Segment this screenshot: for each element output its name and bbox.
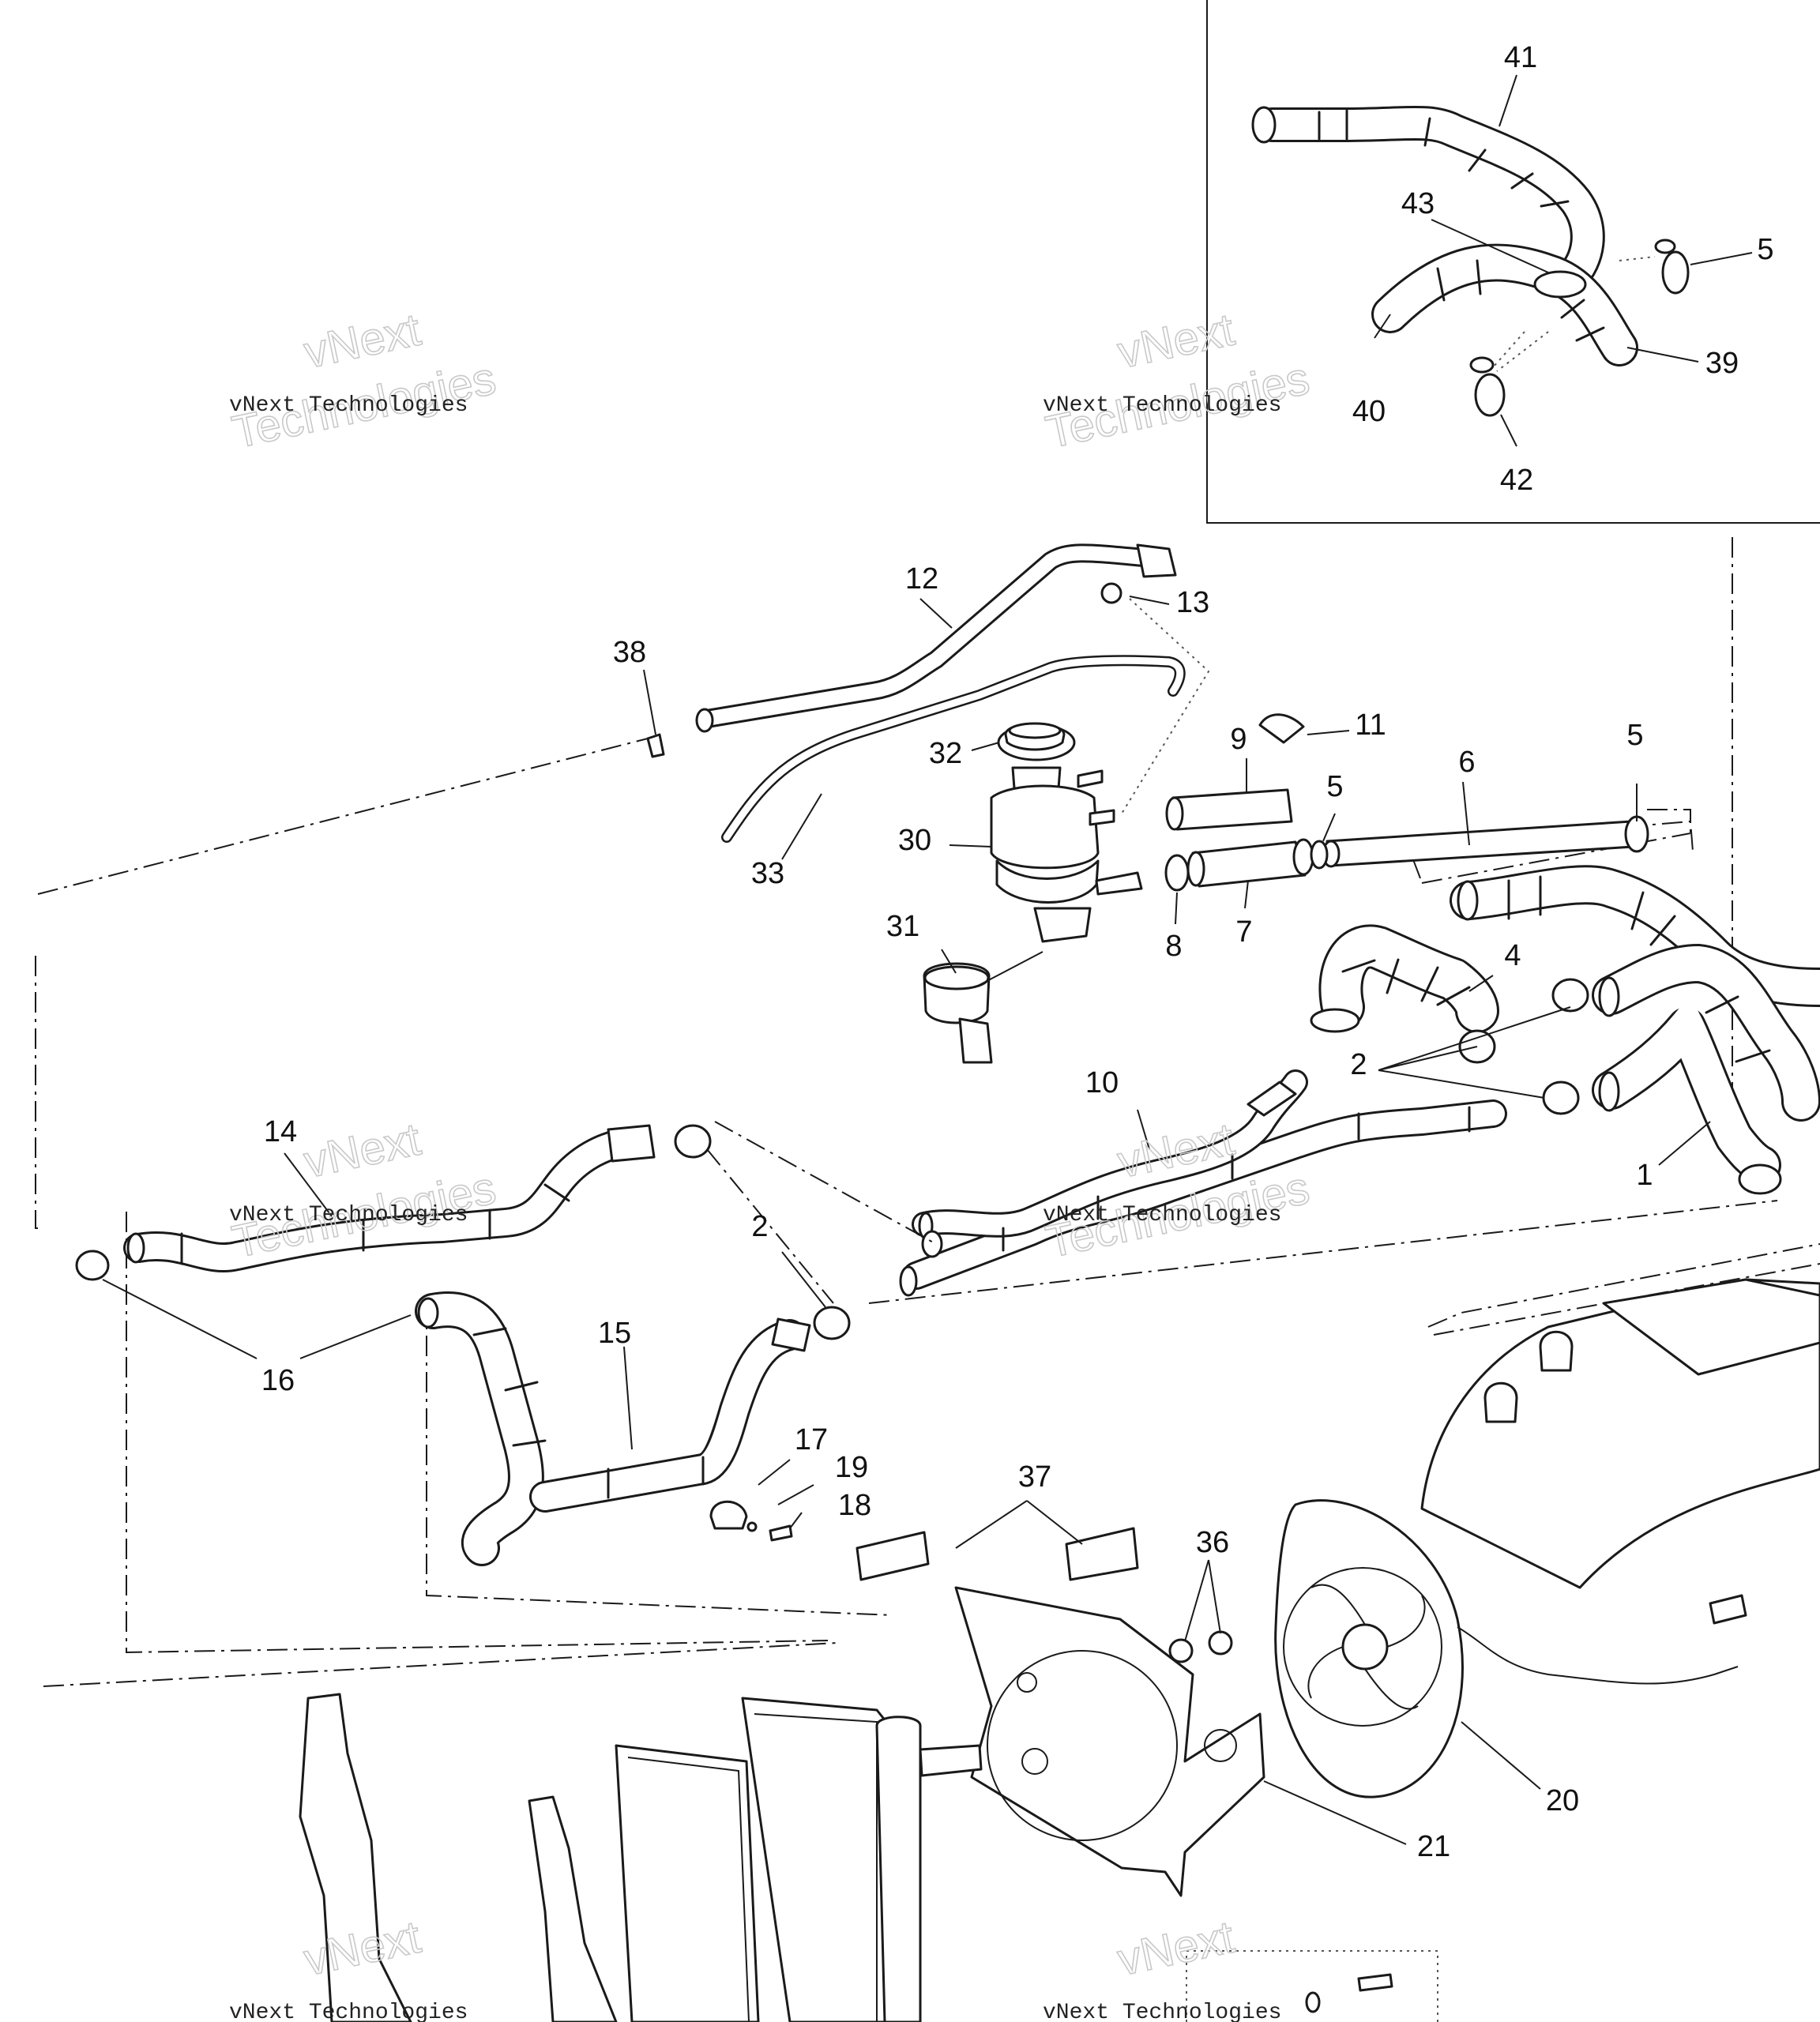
- grommet-36-b: [1208, 1630, 1233, 1656]
- callout-7: 7: [1235, 915, 1252, 949]
- svg-text:vNext Technologies: vNext Technologies: [229, 393, 468, 418]
- callout-21: 21: [1417, 1830, 1450, 1863]
- callout-8: 8: [1165, 930, 1182, 963]
- svg-text:vNext: vNext: [299, 1911, 425, 1986]
- callout-30: 30: [898, 824, 931, 857]
- callout-42: 42: [1500, 464, 1533, 497]
- hose-12: [695, 543, 1177, 733]
- watermark-2: vNext Technologies vNext Technologies: [1041, 303, 1314, 459]
- cap-32: [1004, 722, 1066, 751]
- svg-text:vNext: vNext: [1113, 304, 1239, 378]
- callout-2: 2: [1350, 1048, 1367, 1081]
- hose-10: [899, 1069, 1507, 1297]
- callout-9: 9: [1230, 723, 1247, 756]
- tube-6: [1322, 815, 1649, 868]
- callout-33: 33: [751, 857, 784, 890]
- clamp-2-f: [674, 1124, 712, 1159]
- callout-37: 37: [1018, 1460, 1051, 1494]
- callout-40: 40: [1352, 395, 1386, 428]
- washer-19: [746, 1521, 758, 1532]
- clamp-2-d: [1542, 1081, 1580, 1115]
- callout-11: 11: [1355, 708, 1386, 742]
- hose-9: [1165, 788, 1293, 831]
- callout-32: 32: [929, 737, 962, 770]
- svg-text:vNext Technologies: vNext Technologies: [229, 1203, 468, 1227]
- callout-10: 10: [1085, 1066, 1119, 1099]
- clamp-38: [646, 733, 665, 758]
- callout-12: 12: [905, 562, 938, 596]
- inset-clamp-42: [1469, 356, 1506, 417]
- svg-text:vNext Technologies: vNext Technologies: [229, 2001, 468, 2022]
- clamp-2-c: [1551, 978, 1589, 1013]
- pipe-7: [1186, 838, 1314, 888]
- watermark-3: vNext Technologies vNext Technologies: [228, 1113, 501, 1268]
- callouts: 41 43 5 39 40 42 12 13 38 11 9 32 5 6 5 …: [261, 41, 1774, 1863]
- clamp-1-end: [1738, 1163, 1782, 1195]
- callout-5-b: 5: [1326, 770, 1343, 803]
- clamp-11: [1258, 713, 1305, 744]
- fan-shroud-21: [954, 1586, 1265, 1897]
- inset-y-hose: [1251, 105, 1638, 366]
- bracket-31: [923, 962, 993, 1064]
- svg-text:vNext Technologies: vNext Technologies: [1043, 393, 1281, 418]
- callout-16: 16: [261, 1364, 295, 1397]
- leader-lines: [102, 74, 1753, 1845]
- callout-15: 15: [598, 1317, 631, 1350]
- callout-14: 14: [264, 1115, 297, 1148]
- clamp-5-tube: [1310, 840, 1329, 870]
- callout-17: 17: [795, 1423, 828, 1456]
- watermark-6: vNext vNext Technologies: [1043, 1911, 1281, 2022]
- bolt-18: [769, 1524, 793, 1542]
- clamp-17: [709, 1500, 748, 1530]
- callout-1: 1: [1636, 1159, 1653, 1192]
- callout-5-c: 5: [1626, 719, 1643, 752]
- svg-text:vNext: vNext: [299, 1114, 425, 1188]
- side-panel: [1420, 1278, 1820, 1589]
- svg-text:vNext: vNext: [299, 304, 425, 378]
- callout-2-b: 2: [751, 1210, 768, 1243]
- callout-18: 18: [838, 1489, 871, 1522]
- route-line-38: [37, 738, 649, 895]
- bracket-37-left: [855, 1531, 930, 1581]
- svg-text:vNext Technologies: vNext Technologies: [1043, 1203, 1281, 1227]
- clamp-13: [1100, 582, 1122, 604]
- callout-4: 4: [1504, 939, 1521, 972]
- grommet-36-a: [1168, 1638, 1194, 1663]
- bracket-37-right: [1065, 1527, 1139, 1581]
- radiator: [299, 1693, 983, 2022]
- clamp-16-left: [75, 1250, 110, 1281]
- hose-1: [1450, 865, 1820, 1185]
- hose-14: [123, 1124, 656, 1273]
- clamp-2-g: [813, 1306, 851, 1340]
- callout-20: 20: [1546, 1784, 1579, 1817]
- inset-frame: [1206, 0, 1820, 524]
- callout-31: 31: [886, 910, 919, 943]
- callout-41: 41: [1504, 41, 1537, 74]
- clamp-2-a: [1310, 1008, 1360, 1033]
- inset-clamp-5: [1654, 239, 1690, 295]
- fan-20: [1274, 1499, 1747, 1798]
- callout-6: 6: [1458, 746, 1475, 779]
- callout-39: 39: [1705, 347, 1739, 380]
- callout-19: 19: [835, 1451, 868, 1484]
- expansion-tank-30: [990, 723, 1143, 943]
- svg-text:vNext Technologies: vNext Technologies: [1043, 2001, 1281, 2022]
- callout-13: 13: [1176, 586, 1209, 619]
- hardware-box: [1186, 1950, 1438, 2022]
- watermark-1: vNext Technologies vNext Technologies: [228, 303, 501, 459]
- hose-4: [1318, 924, 1499, 1033]
- svg-text:vNext: vNext: [1113, 1911, 1239, 1986]
- clamp-8: [1164, 854, 1190, 892]
- callout-43: 43: [1401, 187, 1435, 220]
- hose-15: [415, 1291, 811, 1566]
- callout-38: 38: [613, 636, 646, 669]
- callout-5: 5: [1757, 233, 1773, 266]
- clamp-2-e: [921, 1230, 943, 1258]
- vent-hose-33: [721, 655, 1186, 843]
- callout-36: 36: [1196, 1526, 1229, 1559]
